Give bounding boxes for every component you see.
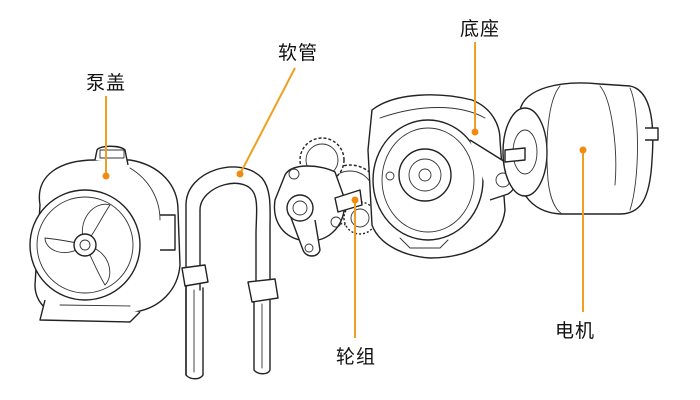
callout-dot-gear-set <box>351 196 359 204</box>
callout-dot-pump-cover <box>102 172 110 180</box>
base-part <box>367 94 518 259</box>
label-motor: 电机 <box>555 320 596 342</box>
callout-line-hose <box>239 67 296 175</box>
label-pump-cover: 泵盖 <box>86 72 127 94</box>
pump-cover-part <box>29 145 181 323</box>
callouts <box>102 42 587 338</box>
callout-dot-base <box>471 128 479 136</box>
callout-dot-hose <box>236 170 244 178</box>
hose-part <box>181 166 279 380</box>
label-gear-set: 轮组 <box>336 346 377 368</box>
label-hose: 软管 <box>278 42 319 64</box>
callout-dot-motor <box>579 146 587 154</box>
gear-set-part <box>273 137 381 257</box>
label-base: 底座 <box>460 18 501 40</box>
